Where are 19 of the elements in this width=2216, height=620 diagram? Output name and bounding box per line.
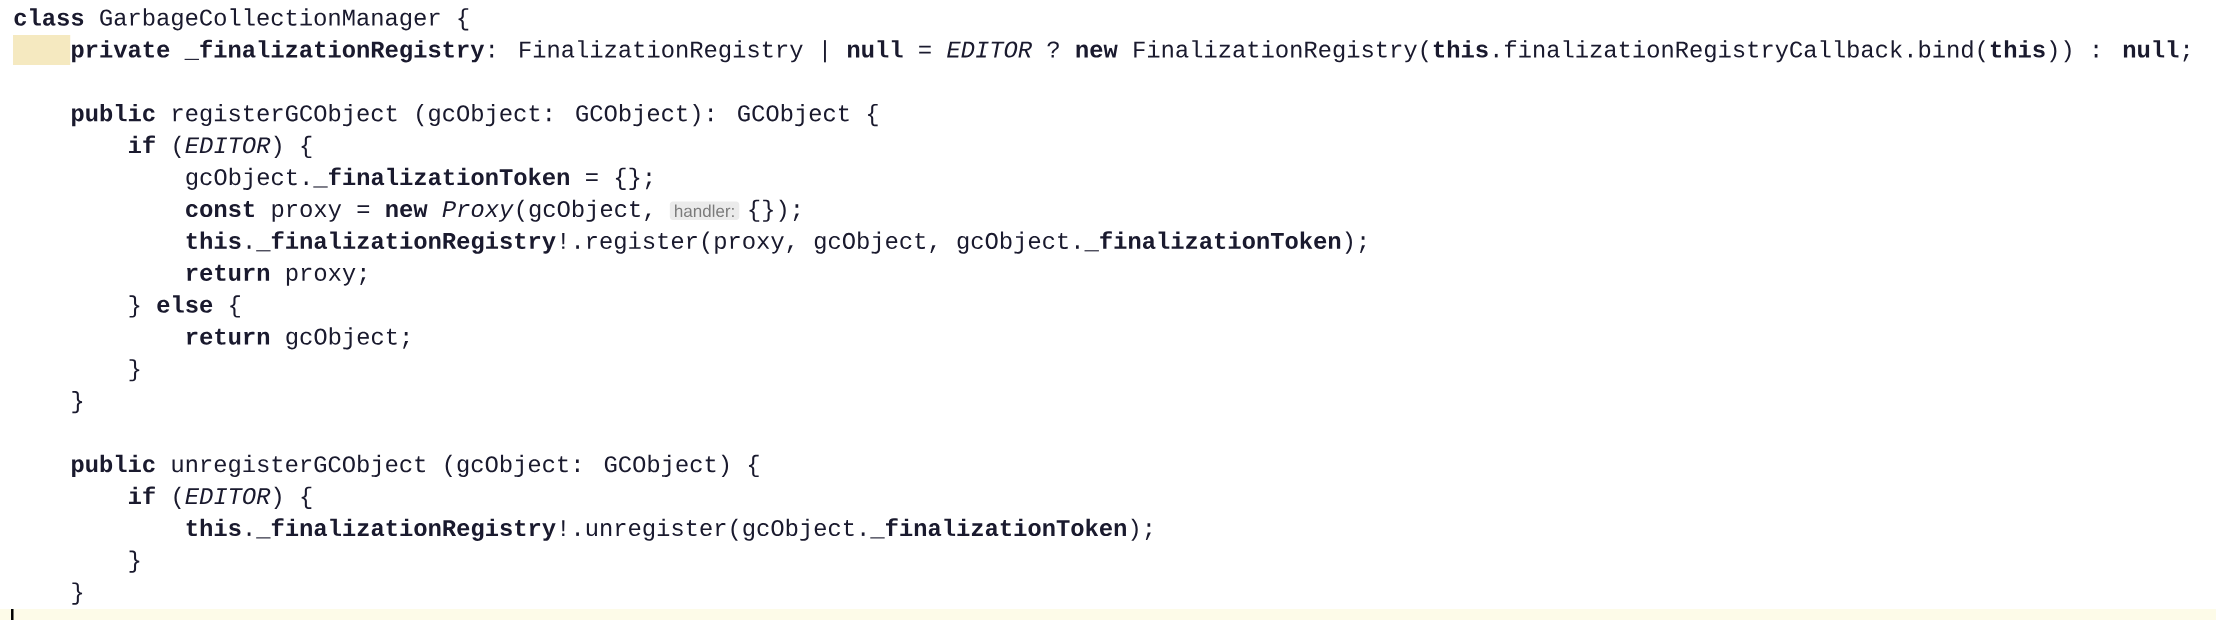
code-line: return gcObject; [187, 327, 409, 350]
code-line: } [72, 582, 83, 605]
code-line: if (EDITOR) { [129, 135, 312, 159]
code-line: } [129, 550, 140, 573]
code-line: } [129, 359, 140, 382]
code-line: this._finalizationRegistry!.register(proxy, gcObject, gcObject._finalizationToken); [186, 231, 1366, 254]
code-line: public registerGCObject (gcObject: GCObject): GCObject { [72, 103, 878, 127]
code-line: } [72, 391, 83, 414]
code-line: class GarbageCollectionManager { [14, 8, 469, 31]
code-line: return proxy; [187, 264, 366, 286]
code-line: const proxy = new Proxy(gcObject, [186, 199, 651, 222]
code-line: gcObject._finalizationToken = {}; [186, 167, 651, 190]
code-line: if (EDITOR) { [129, 486, 312, 509]
code-line: private _finalizationRegistry: FinalizationRegistry | null = EDITOR ? new FinalizationRegistry(this.finalizationRegistryCallback.bind(this)) : null; [72, 39, 2189, 63]
code-line: } else { [129, 295, 240, 318]
code-line: this._finalizationRegistry!.unregister(gcObject._finalizationToken); [186, 518, 1151, 541]
code-line: {}); [749, 199, 799, 222]
code-line: public unregisterGCObject (gcObject: GCObject) { [72, 454, 759, 478]
inlay-hint: handler: [669, 201, 740, 221]
